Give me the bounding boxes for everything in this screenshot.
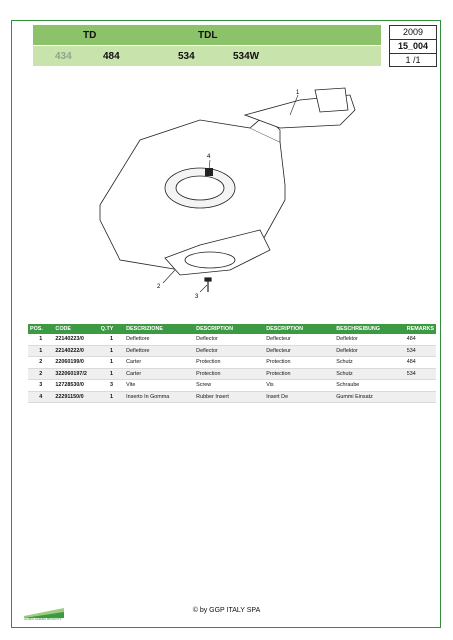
cell-pos: 1 (28, 334, 54, 346)
model-group-row: TD TDL (33, 25, 381, 46)
cell-pos: 4 (28, 391, 54, 403)
cell-qty: 1 (98, 391, 125, 403)
info-page: 1 /1 (405, 55, 421, 65)
table-row: 1 22140222/0 1 Deflettore Deflector Defl… (28, 345, 436, 357)
parts-table: POS. CODE Q.TY DESCRIZIONE DESCRIPTION D… (28, 324, 436, 403)
col-descrizione: DESCRIZIONE (124, 324, 195, 334)
cell-description-fr: Deflecteur (264, 345, 335, 357)
cell-beschreibung: Schutz (334, 356, 405, 369)
col-description-en: DESCRIPTION (194, 324, 265, 334)
cell-pos: 2 (28, 356, 54, 369)
cell-description-en: Rubber Insert (194, 391, 265, 403)
cell-description-fr: Protection (264, 368, 335, 380)
cell-remarks: 484 (404, 356, 436, 369)
cell-qty: 1 (98, 345, 125, 357)
table-row: 4 22291150/0 1 Inserto In Gomma Rubber I… (28, 391, 436, 403)
ggp-logo-icon (24, 608, 64, 618)
cell-pos: 3 (28, 379, 54, 392)
cell-descrizione: Carter (124, 356, 195, 369)
col-pos: POS. (28, 324, 54, 334)
cell-pos: 1 (28, 345, 54, 357)
cell-qty: 3 (98, 379, 125, 392)
col-description-fr: DESCRIPTION (264, 324, 335, 334)
table-row: 2 322060197/2 1 Carter Protection Protec… (28, 368, 436, 380)
cell-remarks (404, 379, 436, 392)
model-434: 434 (55, 50, 72, 62)
col-code: CODE (53, 324, 99, 334)
cell-descrizione: Inserto In Gomma (124, 391, 195, 403)
cell-code: 22291150/0 (53, 391, 99, 403)
cell-description-en: Protection (194, 356, 265, 369)
cell-description-fr: Protection (264, 356, 335, 369)
cell-description-en: Screw (194, 379, 265, 392)
callout-3: 3 (195, 294, 199, 300)
model-list-row: 434 484 534 534W (33, 46, 381, 66)
cell-code: 322060197/2 (53, 368, 99, 380)
cell-description-fr: Vis (264, 379, 335, 392)
callout-4: 4 (207, 154, 211, 160)
info-box: 2009 15_004 1 /1 (389, 25, 437, 67)
model-484: 484 (103, 50, 120, 62)
protection-part (164, 229, 271, 276)
screw-part (204, 277, 212, 292)
cell-remarks: 534 (404, 345, 436, 357)
model-header: TD TDL 434 484 534 534W (33, 25, 381, 66)
cell-description-fr: Deflecteur (264, 334, 335, 346)
cell-beschreibung: Schutz (334, 368, 405, 380)
col-qty: Q.TY (98, 324, 125, 334)
callout-2: 2 (157, 284, 161, 290)
cell-beschreibung: Deflektor (334, 334, 405, 346)
callout-1: 1 (296, 90, 300, 96)
cell-remarks: 484 (404, 334, 436, 346)
cell-description-en: Deflector (194, 345, 265, 357)
footer-copyright: © by GGP ITALY SPA (192, 607, 261, 614)
callout-lines (162, 94, 299, 293)
model-group-td: TD (83, 29, 97, 41)
cell-descrizione: Carter (124, 368, 195, 380)
cell-code: 22140223/0 (53, 334, 99, 346)
rubber-insert-part (205, 168, 213, 176)
table-row: 3 12728530/0 3 Vite Screw Vis Schraube (28, 379, 436, 392)
deflector-part (243, 87, 356, 129)
cell-code: 22060199/0 (53, 356, 99, 369)
cell-code: 22140222/0 (53, 345, 99, 357)
cell-qty: 1 (98, 334, 125, 346)
info-code: 15_004 (390, 40, 436, 54)
cell-remarks (404, 391, 436, 403)
model-534w: 534W (233, 50, 260, 62)
cell-qty: 1 (98, 356, 125, 369)
table-row: 2 22060199/0 1 Carter Protection Protect… (28, 356, 436, 369)
model-group-tdl: TDL (198, 29, 218, 41)
cell-beschreibung: Schraube (334, 379, 405, 392)
cell-description-en: Protection (194, 368, 265, 380)
cell-qty: 1 (98, 368, 125, 380)
logo-text: GLOBAL GARDEN PRODUCTS (24, 618, 62, 621)
col-beschreibung: BESCHREIBUNG (334, 324, 405, 334)
cell-beschreibung: Deflektor (334, 345, 405, 357)
cell-pos: 2 (28, 368, 54, 380)
info-year: 2009 (390, 26, 436, 40)
exploded-view-drawing: 1 2 3 4 (99, 87, 356, 300)
cell-description-fr: Insert De (264, 391, 335, 403)
cell-descrizione: Deflettore (124, 334, 195, 346)
cell-code: 12728530/0 (53, 379, 99, 392)
page-frame (11, 20, 441, 628)
cell-remarks: 534 (404, 368, 436, 380)
table-row: 1 22140223/0 1 Deflettore Deflector Defl… (28, 334, 436, 346)
cell-descrizione: Deflettore (124, 345, 195, 357)
table-header-row: POS. CODE Q.TY DESCRIZIONE DESCRIPTION D… (28, 324, 436, 334)
cell-description-en: Deflector (194, 334, 265, 346)
cell-descrizione: Vite (124, 379, 195, 392)
model-534: 534 (178, 50, 195, 62)
col-remarks: REMARKS (404, 324, 436, 334)
cell-beschreibung: Gummi Einsatz (334, 391, 405, 403)
